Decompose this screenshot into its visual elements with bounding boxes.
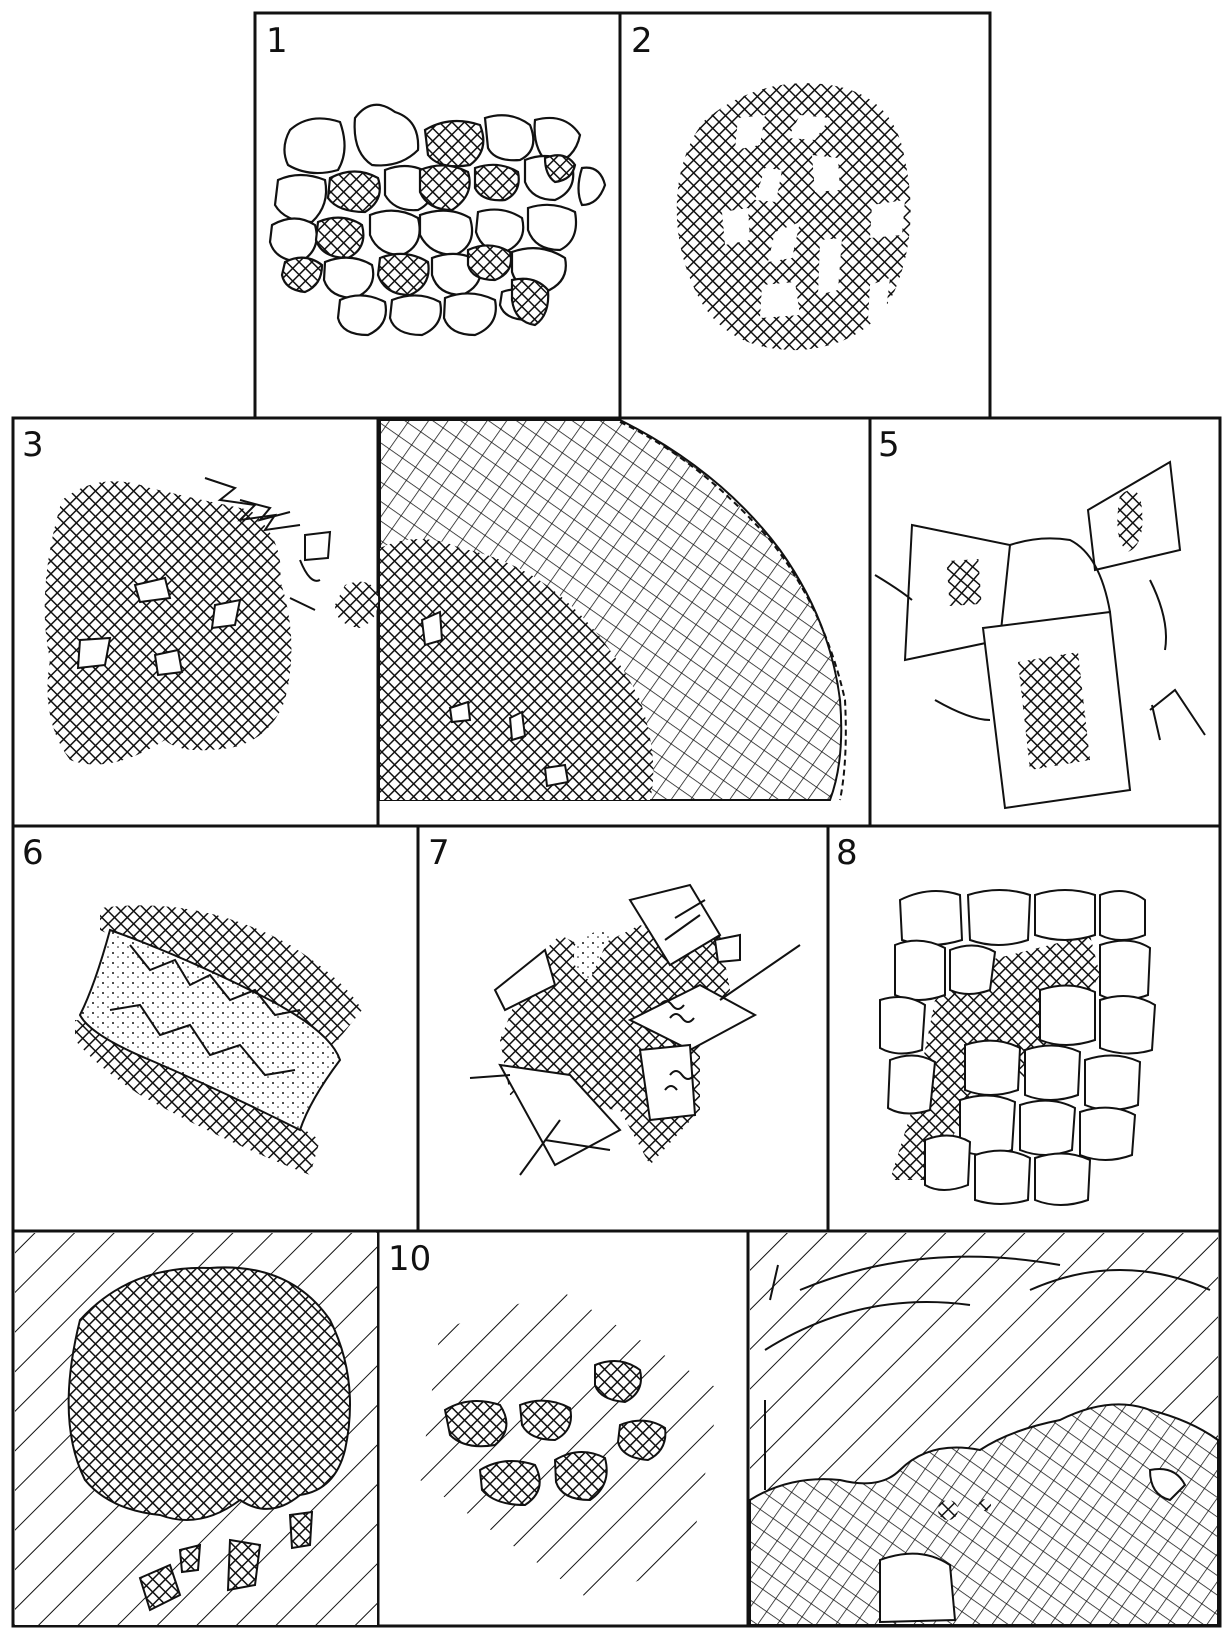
panel-10: 10 — [388, 1239, 720, 1600]
panel-11: 11 — [750, 1233, 1218, 1625]
panel-7-label: 7 — [428, 833, 450, 873]
panel-8: 8 — [836, 833, 1155, 1205]
panel-1-label: 1 — [266, 21, 288, 61]
panel-9: 9 — [15, 1233, 377, 1625]
panel-5-label: 5 — [878, 425, 900, 465]
panel-9-mass — [69, 1267, 350, 1520]
panel-3: 3 — [22, 425, 378, 765]
panel-4: 4 — [380, 420, 846, 800]
panel-7: 7 — [428, 833, 800, 1175]
panel-1-cells — [270, 105, 605, 335]
panel-2: 2 — [631, 21, 911, 350]
panel-10-label: 10 — [388, 1239, 431, 1279]
panel-2-label: 2 — [631, 21, 653, 61]
panel-1: 1 — [266, 21, 605, 335]
panel-3-blob — [45, 481, 292, 764]
panel-5: 5 — [875, 425, 1205, 808]
panel-8-label: 8 — [836, 833, 858, 873]
panel-3-label: 3 — [22, 425, 44, 465]
panel-6-label: 6 — [22, 833, 44, 873]
panel-6: 6 — [22, 833, 362, 1175]
